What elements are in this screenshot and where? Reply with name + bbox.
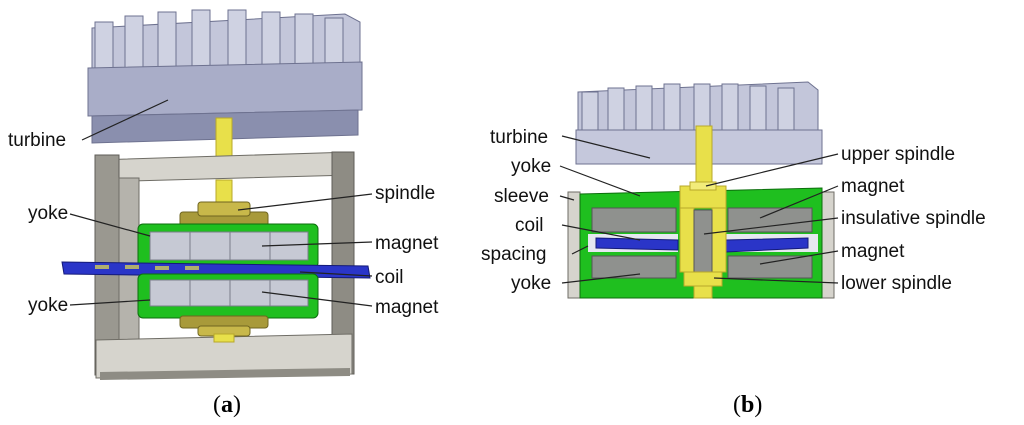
label-spindle-a: spindle xyxy=(375,183,435,204)
spindle-stack-b xyxy=(679,181,727,299)
label-lower-spindle-b: lower spindle xyxy=(841,273,952,294)
label-turbine-b: turbine xyxy=(490,127,548,148)
insulative-spindle-b xyxy=(693,209,713,273)
coil-b xyxy=(595,237,809,253)
label-coil-a: coil xyxy=(375,267,404,288)
lower-magnet-a xyxy=(149,279,309,307)
label-upper-spindle-b: upper spindle xyxy=(841,144,955,165)
lower-yoke-a xyxy=(137,273,319,319)
label-spacing-b: spacing xyxy=(481,244,547,265)
panel-b-cross-section: turbine yoke sleeve coil spacing yoke up… xyxy=(481,81,986,418)
upper-shaft-a xyxy=(215,117,233,161)
label-yoke-top-a: yoke xyxy=(28,203,68,224)
upper-magnet-a xyxy=(149,231,309,261)
label-insulative-spindle-b: insulative spindle xyxy=(841,208,986,229)
label-yoke-top-b: yoke xyxy=(511,156,551,177)
label-yoke-bottom-b: yoke xyxy=(511,273,551,294)
lower-magnet-b-right xyxy=(727,255,813,279)
upper-shaft-b xyxy=(695,125,713,189)
upper-magnet-b-right xyxy=(727,207,813,233)
caption-b: (b) xyxy=(733,392,762,418)
label-magnet-bottom-a: magnet xyxy=(375,297,439,318)
label-sleeve-b: sleeve xyxy=(494,186,549,207)
upper-magnet-b-left xyxy=(591,207,677,233)
caption-a: (a) xyxy=(213,392,241,418)
panel-a-exploded-view: turbine spindle yoke magnet coil yoke ma… xyxy=(8,9,439,418)
label-yoke-bottom-a: yoke xyxy=(28,295,68,316)
label-turbine-a: turbine xyxy=(8,130,66,151)
upper-yoke-a xyxy=(137,223,319,269)
label-magnet-top-b: magnet xyxy=(841,176,905,197)
label-magnet-top-a: magnet xyxy=(375,233,439,254)
lower-nut-a xyxy=(179,315,269,343)
mid-shaft-a xyxy=(215,179,233,205)
label-magnet-bottom-b: magnet xyxy=(841,241,905,262)
label-coil-b: coil xyxy=(515,215,544,236)
lower-magnet-b-left xyxy=(591,255,677,279)
